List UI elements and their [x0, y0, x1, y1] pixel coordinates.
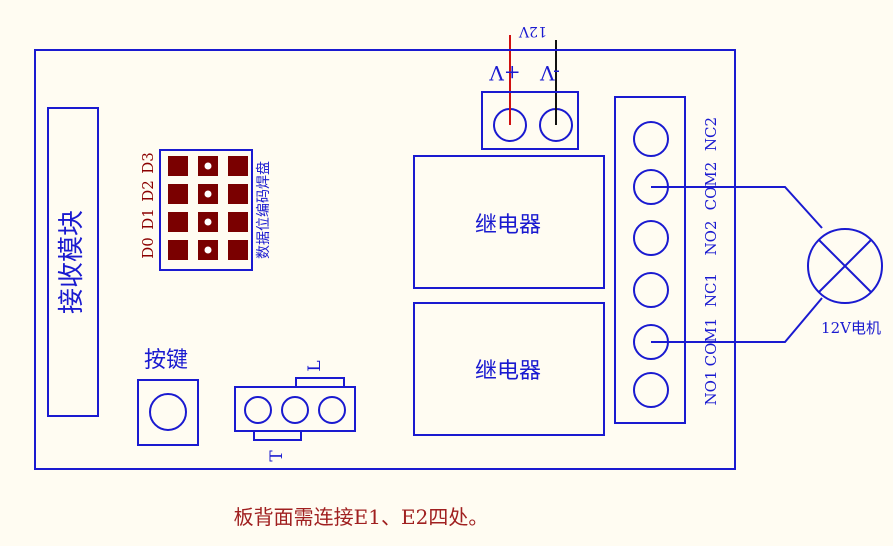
terminal-screw — [633, 220, 669, 256]
terminal-screw — [633, 372, 669, 408]
plus-v-label: +V — [489, 61, 521, 85]
board-outline — [34, 49, 736, 470]
solder-pad — [168, 212, 188, 232]
receiver-module-label: 接收模块 — [57, 210, 87, 314]
solder-pad — [228, 212, 248, 232]
relay-bottom-label: 继电器 — [475, 359, 541, 384]
data-bit-label-d3: D3 — [139, 152, 157, 174]
terminal-label-no1: NO1 — [702, 371, 720, 406]
output-terminal-block — [614, 96, 686, 424]
jumper-pin-2 — [281, 396, 309, 424]
button-frame — [137, 379, 199, 446]
data-bit-label-d0: D0 — [139, 237, 157, 259]
solder-pad-frame — [159, 149, 253, 271]
solder-pad-hole — [204, 218, 212, 226]
jumper-body — [234, 386, 356, 432]
jumper-bottom-tab — [253, 430, 302, 441]
terminal-screw — [633, 121, 669, 157]
relay-bottom — [413, 302, 605, 436]
motor-wire-top — [651, 186, 823, 229]
receiver-module — [47, 107, 99, 417]
data-bit-label-d1: D1 — [139, 208, 157, 230]
data-bit-label-d2: D2 — [139, 180, 157, 202]
output-terminal-circles — [633, 121, 669, 408]
terminal-screw — [633, 272, 669, 308]
solder-pad-hole — [204, 162, 212, 170]
motor-symbol — [807, 228, 883, 304]
voltage-label: 12V — [518, 23, 547, 39]
solder-pads — [168, 156, 248, 260]
solder-pad — [168, 184, 188, 204]
button-label: 按键 — [144, 348, 188, 373]
terminal-label-nc1: NC1 — [702, 273, 720, 307]
motor-cross-2 — [818, 239, 872, 293]
solder-pad — [168, 156, 188, 176]
solder-pad-hole — [204, 190, 212, 198]
jumper-pin-3 — [318, 396, 346, 424]
motor-wire-bottom — [651, 297, 823, 343]
terminal-label-no2: NO2 — [702, 221, 720, 256]
bottom-note: 板背面需连接E1、E2四处。 — [234, 505, 489, 529]
jumper-label-l: L — [305, 360, 325, 371]
motor-label: 12V电机 — [821, 319, 881, 337]
solder-pad — [228, 184, 248, 204]
pad-title: 数据位编码焊盘 — [255, 161, 272, 259]
solder-pad — [168, 240, 188, 260]
relay-top-label: 继电器 — [475, 213, 541, 238]
jumper-pin-1 — [244, 396, 272, 424]
jumper-label-t: T — [267, 450, 287, 462]
button-circle — [149, 393, 187, 431]
terminal-label-nc2: NC2 — [702, 117, 720, 151]
jumper-top-tab — [295, 377, 345, 388]
minus-v-label: -V — [540, 61, 560, 85]
solder-pad — [228, 240, 248, 260]
data-bit-labels: D0 D1 D2 D3 — [139, 152, 157, 259]
power-terminal — [481, 91, 579, 150]
solder-pad — [228, 156, 248, 176]
relay-top — [413, 155, 605, 289]
solder-pad-hole — [204, 246, 212, 254]
